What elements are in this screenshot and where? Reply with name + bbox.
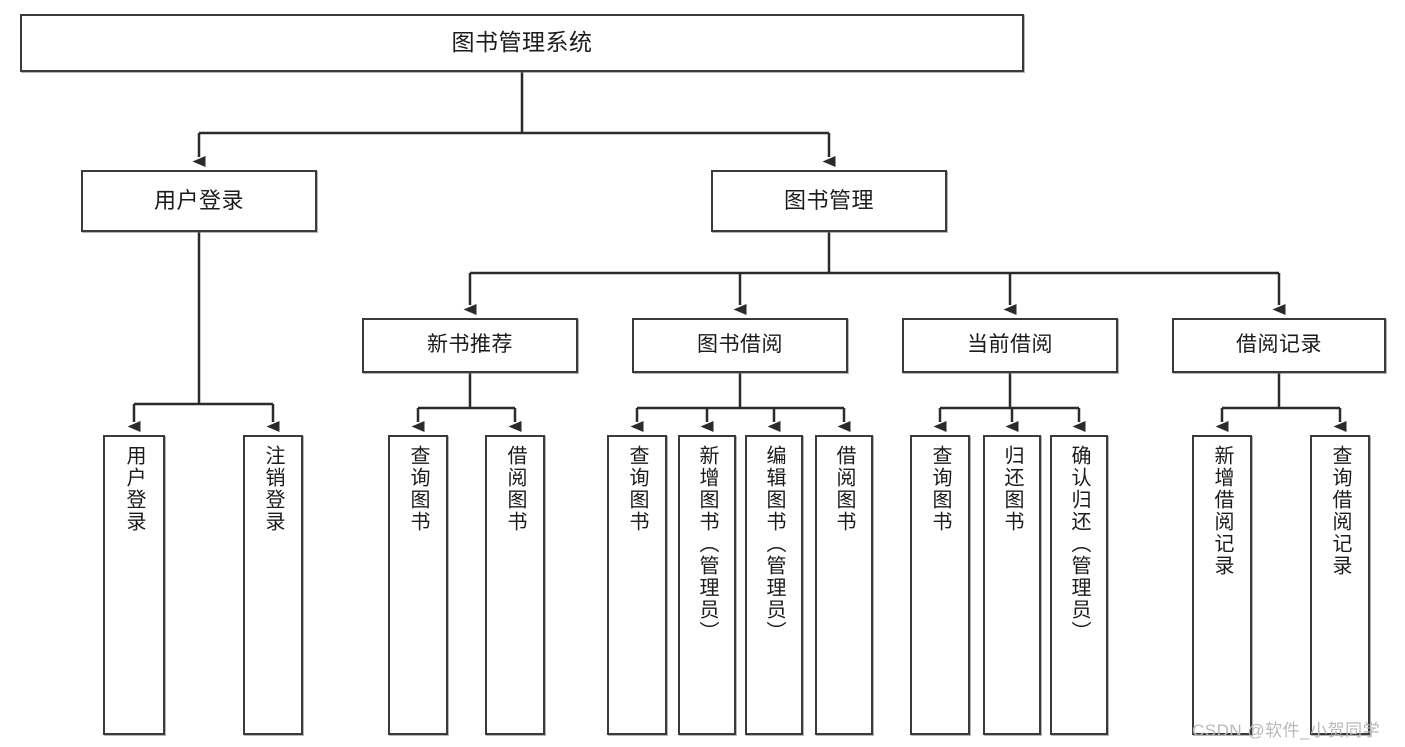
node-records[interactable]: 借阅记录 bbox=[1172, 318, 1386, 373]
node-label: 用户登录 bbox=[153, 188, 244, 214]
node-leaf-cur-query[interactable]: 查询图书 bbox=[910, 435, 970, 735]
node-leaf-bw-borrow[interactable]: 借阅图书 bbox=[815, 435, 873, 735]
node-label: 当前借阅 bbox=[967, 333, 1053, 357]
node-leaf-cur-confirm[interactable]: 确认归还（管理员） bbox=[1050, 435, 1108, 735]
node-label: 编辑图书（管理员） bbox=[763, 445, 785, 643]
node-label: 查询借阅记录 bbox=[1329, 445, 1351, 577]
node-label: 查询图书 bbox=[407, 445, 429, 533]
node-label: 用户登录 bbox=[123, 445, 145, 533]
node-leaf-nb-borrow[interactable]: 借阅图书 bbox=[485, 435, 545, 735]
node-label: 新书推荐 bbox=[427, 333, 513, 357]
node-leaf-bw-edit[interactable]: 编辑图书（管理员） bbox=[745, 435, 803, 735]
node-current[interactable]: 当前借阅 bbox=[902, 318, 1118, 373]
node-label: 查询图书 bbox=[929, 445, 951, 533]
node-label: 注销登录 bbox=[262, 445, 284, 533]
node-leaf-bw-query[interactable]: 查询图书 bbox=[607, 435, 667, 735]
node-login[interactable]: 用户登录 bbox=[81, 170, 317, 232]
node-leaf-rec-add[interactable]: 新增借阅记录 bbox=[1192, 435, 1252, 735]
node-label: 归还图书 bbox=[1001, 445, 1023, 533]
node-leaf-bw-add[interactable]: 新增图书（管理员） bbox=[678, 435, 736, 735]
node-label: 查询图书 bbox=[626, 445, 648, 533]
node-label: 确认归还（管理员） bbox=[1068, 445, 1090, 643]
node-leaf-login[interactable]: 用户登录 bbox=[103, 435, 165, 735]
node-label: 借阅记录 bbox=[1236, 333, 1322, 357]
node-label: 借阅图书 bbox=[504, 445, 526, 533]
node-borrow[interactable]: 图书借阅 bbox=[632, 318, 848, 373]
node-label: 图书管理 bbox=[783, 188, 874, 214]
node-label: 借阅图书 bbox=[833, 445, 855, 533]
node-leaf-rec-query[interactable]: 查询借阅记录 bbox=[1310, 435, 1370, 735]
node-label: 图书管理系统 bbox=[451, 29, 593, 56]
node-root[interactable]: 图书管理系统 bbox=[20, 14, 1024, 72]
node-label: 新增图书（管理员） bbox=[696, 445, 718, 643]
node-leaf-logout[interactable]: 注销登录 bbox=[243, 435, 303, 735]
node-leaf-nb-query[interactable]: 查询图书 bbox=[388, 435, 448, 735]
node-label: 新增借阅记录 bbox=[1211, 445, 1233, 577]
node-newbook[interactable]: 新书推荐 bbox=[362, 318, 578, 373]
node-label: 图书借阅 bbox=[697, 333, 783, 357]
node-bookmgmt[interactable]: 图书管理 bbox=[711, 170, 947, 232]
node-leaf-cur-return[interactable]: 归还图书 bbox=[983, 435, 1041, 735]
